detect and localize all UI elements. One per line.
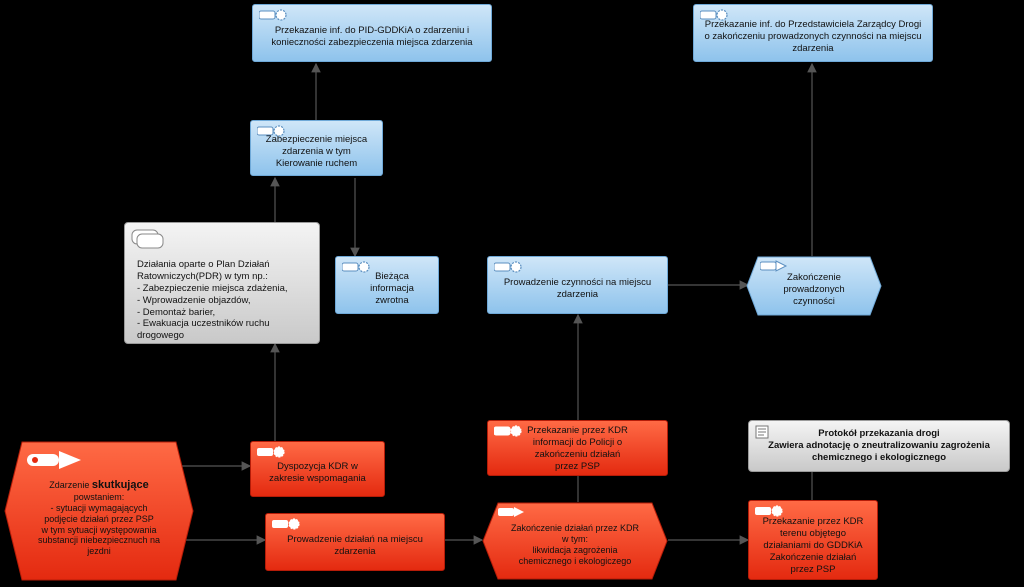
pid-info-node[interactable]: Przekazanie inf. do PID-GDDKiA o zdarzen… [252, 4, 492, 62]
gear-arrow-icon [257, 125, 285, 137]
event-arrow-icon [498, 507, 524, 517]
protokol-node[interactable]: Protokół przekazania drogi Zawiera adnot… [748, 420, 1010, 472]
gear-arrow-icon [494, 425, 522, 437]
zarzad-info-node[interactable]: Przekazanie inf. do Przedstawiciela Zarz… [693, 4, 933, 62]
event-shape [746, 256, 882, 316]
dyspozycja-text: Dyspozycja KDR w zakresie wspomagania [269, 461, 366, 484]
przekazanie-terenu-node[interactable]: Przekazanie przez KDR terenu objętego dz… [748, 500, 878, 580]
event-arrow-icon [27, 451, 81, 469]
zarzad-info-text: Przekazanie inf. do Przedstawiciela Zarz… [704, 19, 922, 54]
gear-arrow-icon [272, 518, 300, 530]
info-bubble-icon [131, 229, 164, 249]
przekazanie-terenu-text: Przekazanie przez KDR terenu objętego dz… [762, 516, 864, 575]
zdarzenie-node[interactable]: Zdarzenie skutkujące powstaniem: - sytua… [4, 441, 194, 581]
policja-info-text: Przekazanie przez KDR informacji do Poli… [527, 425, 628, 472]
zdarzenie-prefix: Zdarzenie [49, 480, 92, 490]
dyspozycja-node[interactable]: Dyspozycja KDR w zakresie wspomagania [250, 441, 385, 497]
gear-arrow-icon [342, 261, 370, 273]
zakonczenie-czynnosci-text: Zakończenie prowadzonych czynności [783, 272, 845, 307]
prowadzenie-czynnosci-text: Prowadzenie czynności na miejscu zdarzen… [503, 277, 652, 300]
zabezpieczenie-node[interactable]: Zabezpieczenie miejsca zdarzenia w tym K… [250, 120, 383, 176]
pid-info-text: Przekazanie inf. do PID-GDDKiA o zdarzen… [271, 25, 473, 48]
gear-arrow-icon [494, 261, 522, 273]
prowadzenie-dzialan-node[interactable]: Prowadzenie działań na miejscu zdarzenia [265, 513, 445, 571]
document-icon [755, 425, 769, 439]
zakonczenie-dzialan-node[interactable]: Zakończenie działań przez KDR w tym: lik… [482, 502, 668, 580]
gear-arrow-icon [259, 9, 287, 21]
biezaca-node[interactable]: Bieżąca informacja zwrotna [335, 256, 439, 314]
gear-arrow-icon [257, 446, 285, 458]
zdarzenie-bold: skutkujące [91, 479, 149, 491]
event-shape [4, 441, 194, 581]
prowadzenie-dzialan-text: Prowadzenie działań na miejscu zdarzenia [287, 534, 423, 557]
policja-info-node[interactable]: Przekazanie przez KDR informacji do Poli… [487, 420, 668, 476]
gear-arrow-icon [755, 505, 783, 517]
event-arrow-icon [760, 260, 788, 272]
zabezpieczenie-text: Zabezpieczenie miejsca zdarzenia w tym K… [265, 134, 368, 169]
protokol-title: Protokół przekazania drogi [818, 428, 940, 440]
prowadzenie-czynnosci-node[interactable]: Prowadzenie czynności na miejscu zdarzen… [487, 256, 668, 314]
biezaca-text: Bieżąca informacja zwrotna [370, 271, 414, 306]
protokol-desc: Zawiera adnotację o zneutralizowaniu zag… [768, 440, 990, 463]
gear-arrow-icon [700, 9, 728, 21]
pdr-text: Działania oparte o Plan Działań Ratownic… [137, 259, 288, 342]
zdarzenie-rest: powstaniem: - sytuacji wymagających podj… [37, 492, 161, 557]
zakonczenie-czynnosci-node[interactable]: Zakończenie prowadzonych czynności [746, 256, 882, 316]
zakonczenie-dzialan-text: Zakończenie działań przez KDR w tym: lik… [510, 522, 640, 567]
event-shape [482, 502, 668, 580]
pdr-node[interactable]: Działania oparte o Plan Działań Ratownic… [124, 222, 320, 344]
